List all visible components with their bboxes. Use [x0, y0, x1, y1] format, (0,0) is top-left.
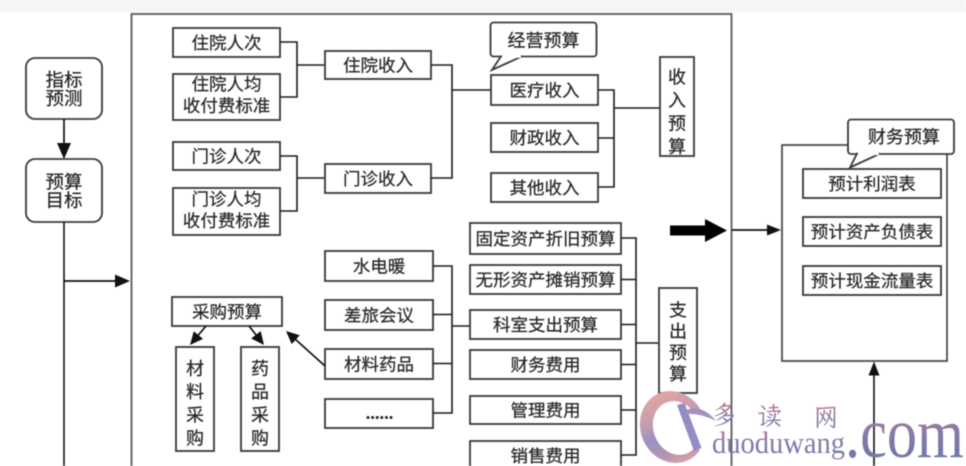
svg-text:duoduwang: duoduwang	[712, 425, 845, 460]
svg-text:.com: .com	[845, 395, 964, 466]
